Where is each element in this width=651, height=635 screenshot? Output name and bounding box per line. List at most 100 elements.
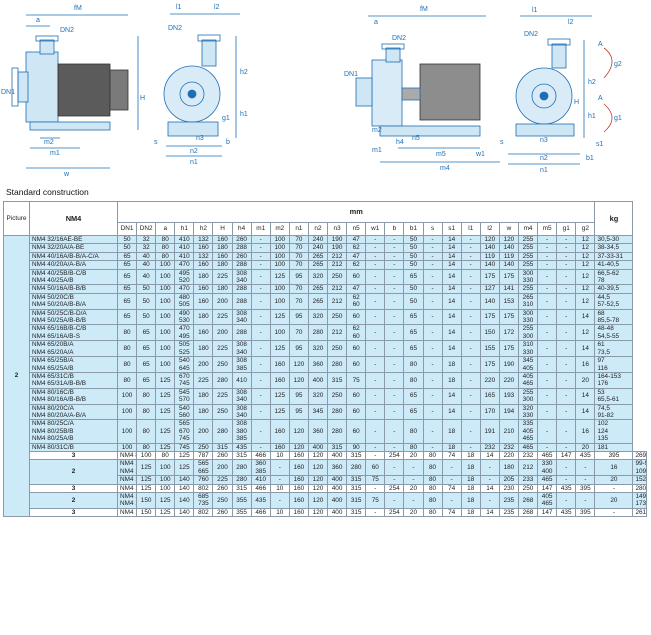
cell-m5: - [537,284,558,294]
cell-dn2: 100 [155,483,176,494]
cell-m1: - [250,243,271,253]
cell-s1: 14 [441,292,462,310]
cell-dn2: 80 [136,387,157,405]
cell-g1: - [556,403,577,421]
cell-n5: 60 [346,356,367,373]
cell-w: 210 [498,419,519,444]
cell-h: 280 [212,371,233,389]
cell-w: 153 [498,292,519,310]
cell-n3: 315 [346,483,367,494]
weight-value: 152-143 [635,476,647,484]
cell-a: 125 [174,459,195,477]
weight-value: 176 [597,380,609,388]
cell-n1: 95 [288,308,309,326]
model-name: NM4 125/25E/B [120,493,136,500]
model-name: NM4 65/16A/B-S [32,332,80,340]
cell-m1: - [250,234,271,245]
cell-w1: - [384,475,405,485]
cell-b: - [384,284,405,294]
cell-n3: 212 [327,260,348,270]
cell-l1: - [460,292,481,310]
model-name: NM4 80/31A-B [120,451,136,459]
cell-b1: 80 [422,492,443,509]
cell-h4: 466 [250,483,271,494]
cell-h2: 180 [193,308,214,326]
cell-n2: 320 [307,387,329,405]
cell-s1: 14 [441,308,462,326]
cell-w: 233 [517,475,539,485]
dim-b: b [226,139,230,146]
model-name: NM4 32/16AE-BE [32,236,83,243]
cell-dn2: 80 [136,403,157,421]
cell-h4: 288 [231,243,252,253]
picture-cell: 3 [29,483,118,494]
cell-n1: 120 [288,356,309,373]
dim-H: H [140,95,145,102]
weight-value: 149 [635,493,647,500]
cell-dn1: 80 [116,340,138,358]
cell-n1: 95 [288,268,309,286]
cell-n2: 240 [307,234,329,245]
cell-l2: 191 [479,419,500,444]
cell-h2: 180 [193,387,214,405]
model-name: NM4 65/31C/B [32,372,74,380]
cell-s: - [422,403,443,421]
cell-a: 125 [155,371,176,389]
cell-dn2: 125 [155,507,176,518]
cell-h: 180 [212,243,233,253]
column-header-dn1: DN1 [116,222,138,236]
cell-m1: - [250,284,271,294]
cell-w: 268 [517,507,539,518]
cell-w1: - [365,292,386,310]
column-header-s1: s1 [441,222,462,236]
cell-w1: - [365,251,386,262]
cell-n3: 212 [327,251,348,262]
cell-w: 194 [498,403,519,421]
cell-s: - [422,371,443,389]
weight-value: 44,5 [597,293,610,301]
cell-dn2: 32 [136,243,157,253]
cell-m1: 10 [269,483,290,494]
cell-l2: 175 [479,308,500,326]
dim-DN1-right: DN1 [344,71,358,78]
cell-m4: 255 [517,243,539,253]
cell-m1: - [250,251,271,262]
cell-dn1: 80 [116,356,138,373]
cell-h2: 260 [212,483,233,494]
cell-l2: 235 [498,507,519,518]
cell-b: - [384,387,405,405]
cell-b1: 50 [403,234,424,245]
dim-s: s [154,139,158,146]
cell-h4: 288 [231,260,252,270]
model-name: NM4 100/25A/B-B/B [120,476,136,484]
cell-l2: 220 [498,450,519,461]
model-cell: NM4 32/16AE-BE [29,234,118,245]
model-name: NM4 32/20A/A-BE [32,244,85,252]
cell-m5: - [537,387,558,405]
cell-m2: 160 [269,356,290,373]
cell-n1: 120 [288,419,309,444]
cell-h2: 160 [193,292,214,310]
cell-m1: - [250,340,271,358]
cell-h2: 250 [212,492,233,509]
cell-a: 100 [155,340,176,358]
cell-m1: - [250,324,271,342]
cell-w: 140 [498,260,519,270]
cell-l1: 14 [479,450,500,461]
cell-h: 355 [231,492,252,509]
cell-h: 355 [231,507,252,518]
cell-a: 140 [174,507,195,518]
cell-h: 315 [231,483,252,494]
